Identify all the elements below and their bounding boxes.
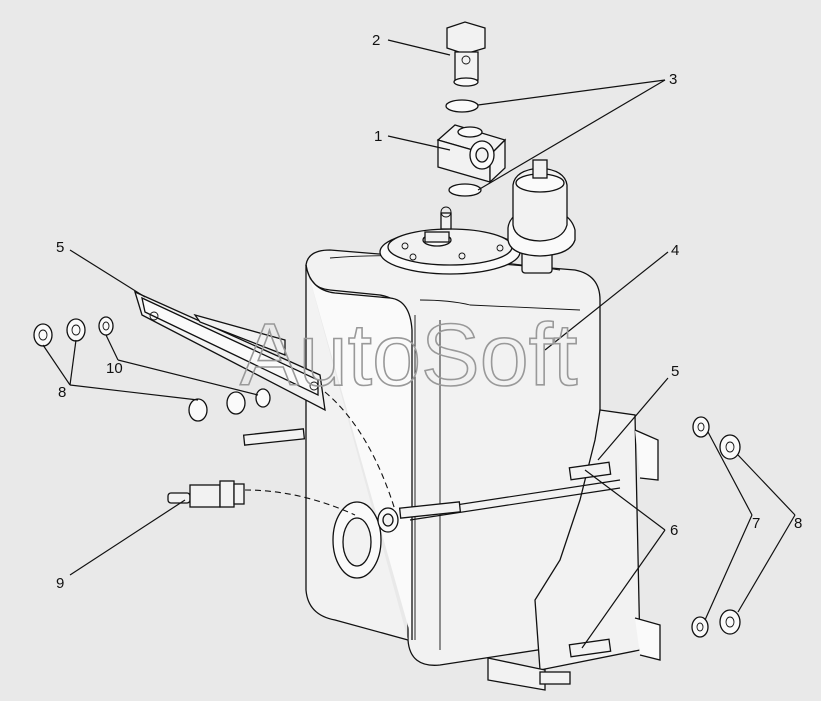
- sealing-washer-upper: [445, 99, 479, 113]
- callout-8-left: 8: [58, 384, 66, 401]
- callout-5-right: 5: [671, 363, 679, 380]
- sealing-washer-lower: [448, 183, 482, 197]
- callout-9: 9: [56, 575, 64, 592]
- tank-body: [305, 249, 601, 666]
- tank-filler-cap: [379, 206, 521, 275]
- callout-3: 3: [669, 71, 677, 88]
- drain-boss: [332, 501, 399, 579]
- callout-2: 2: [372, 32, 380, 49]
- mounting-bracket-right: [487, 409, 661, 691]
- watermark-text: AutoSoft: [240, 305, 578, 404]
- banjo-bolt: [446, 21, 486, 87]
- callout-4: 4: [671, 242, 679, 259]
- assembly-path-rail: [324, 391, 396, 511]
- sensor-plug: [167, 480, 245, 508]
- assembly-path-sensor: [244, 489, 356, 516]
- fasteners-left: [33, 316, 271, 422]
- callout-6: 6: [670, 522, 678, 539]
- callout-5-left: 5: [56, 239, 64, 256]
- callout-10: 10: [106, 360, 123, 377]
- mounting-rail-left: [133, 290, 326, 412]
- leader-lines: [42, 39, 796, 649]
- tank-strap-rods: [242, 428, 621, 658]
- callout-7: 7: [752, 515, 760, 532]
- fasteners-right: [691, 416, 741, 638]
- callout-8-right: 8: [794, 515, 802, 532]
- banjo-fitting: [436, 124, 507, 184]
- breather-filter: [507, 159, 576, 274]
- callout-1: 1: [374, 128, 382, 145]
